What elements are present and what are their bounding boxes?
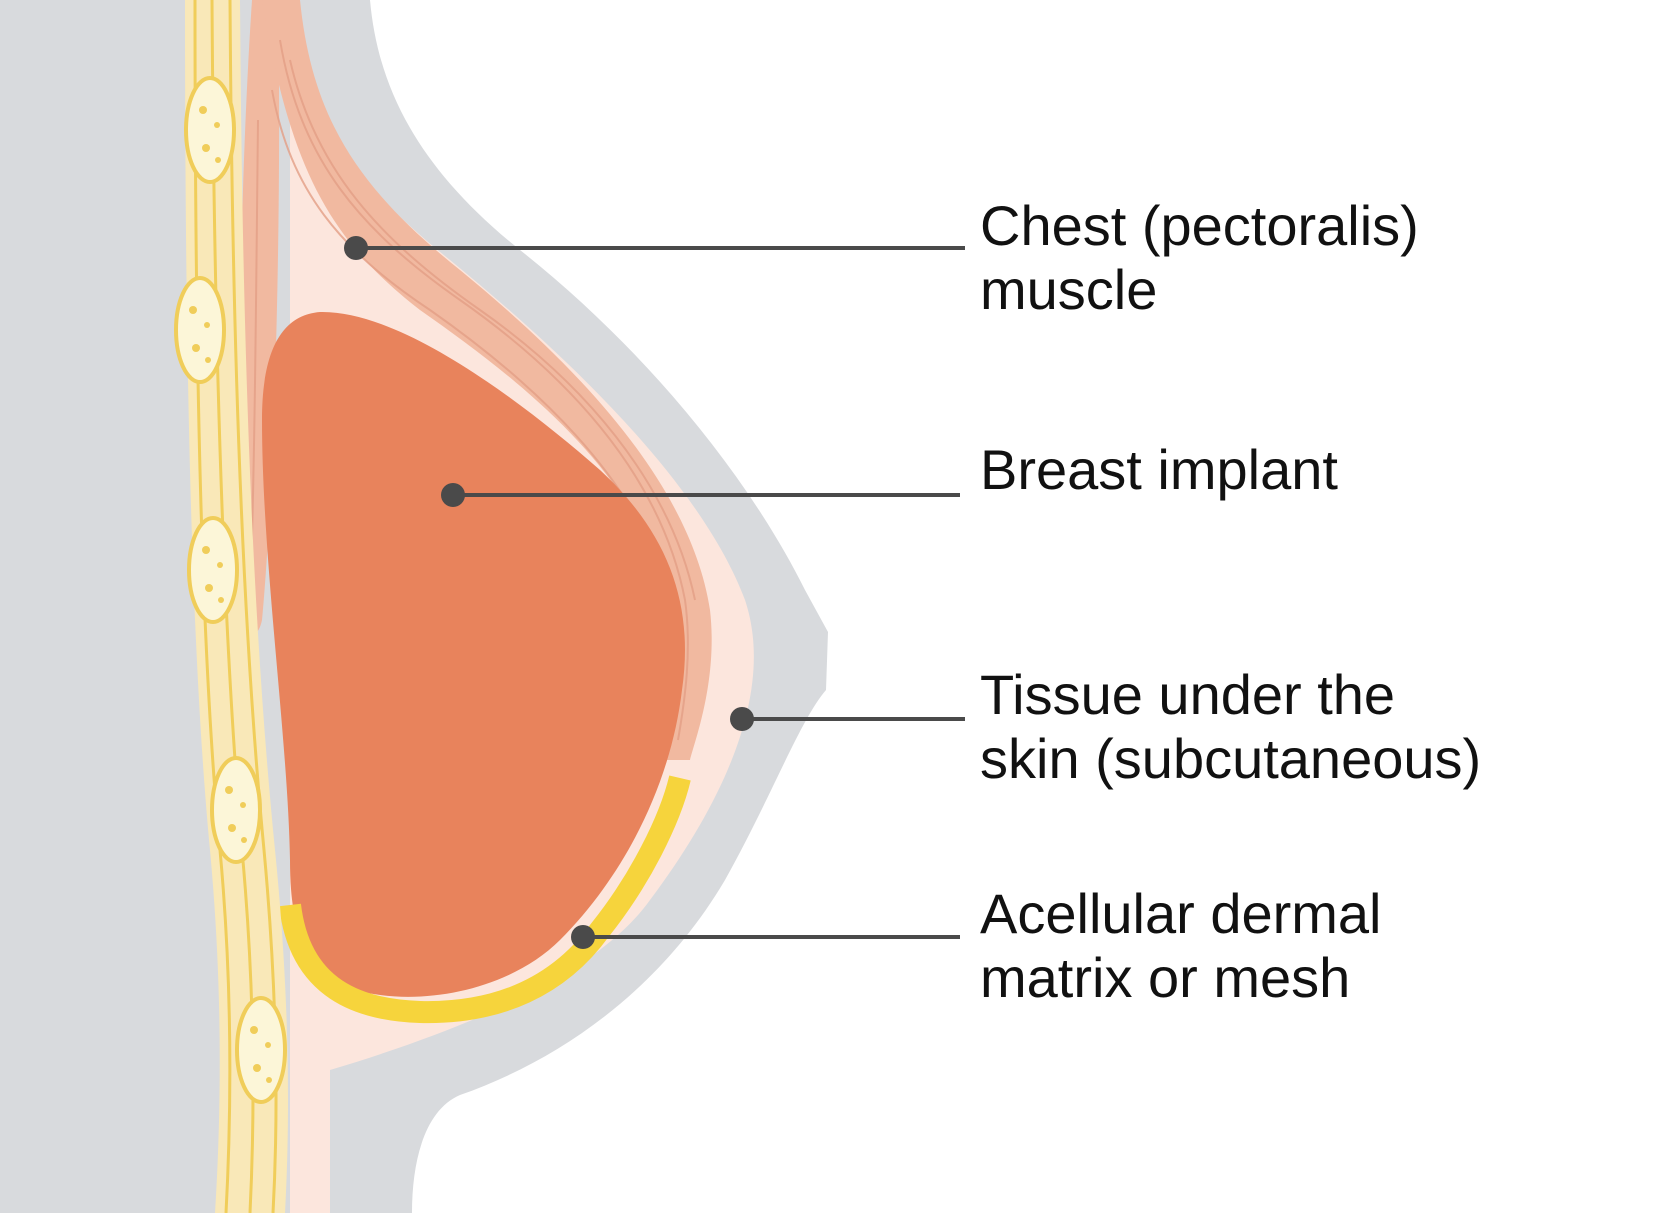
breast-implant	[262, 311, 685, 997]
label-subcutaneous-tissue-line1: Tissue under the	[980, 663, 1396, 726]
label-chest-muscle-line1: Chest (pectoralis)	[980, 194, 1419, 257]
label-dermal-matrix-line2: matrix or mesh	[980, 946, 1351, 1009]
label-breast-implant-line1: Breast implant	[980, 438, 1338, 501]
rib-2	[174, 276, 226, 384]
label-subcutaneous-tissue: Tissue under the skin (subcutaneous)	[980, 663, 1481, 791]
label-dermal-matrix-line1: Acellular dermal	[980, 882, 1382, 945]
dot-tissue	[730, 707, 754, 731]
label-chest-muscle: Chest (pectoralis) muscle	[980, 194, 1419, 322]
leader-dots	[344, 236, 754, 949]
rib-5	[235, 996, 287, 1104]
acellular-dermal-matrix	[279, 775, 691, 1024]
pectoralis-muscle	[262, 0, 712, 760]
label-breast-implant: Breast implant	[980, 438, 1338, 502]
label-subcutaneous-tissue-line2: skin (subcutaneous)	[980, 727, 1482, 790]
dot-muscle	[344, 236, 368, 260]
rib-4	[210, 756, 262, 864]
leader-lines	[358, 246, 965, 939]
ribs	[174, 76, 287, 1104]
label-dermal-matrix: Acellular dermal matrix or mesh	[980, 882, 1382, 1010]
rib-pores	[189, 106, 272, 1083]
rib-1	[184, 76, 236, 184]
rib-3	[187, 516, 239, 624]
label-chest-muscle-line2: muscle	[980, 258, 1158, 321]
dot-implant	[441, 483, 465, 507]
dot-matrix	[571, 925, 595, 949]
